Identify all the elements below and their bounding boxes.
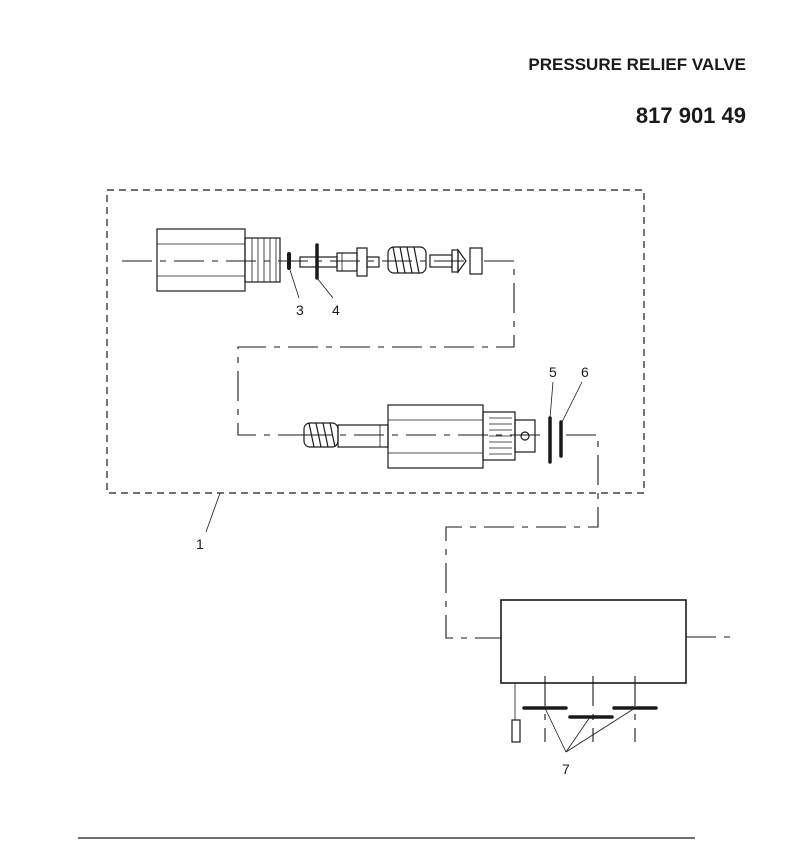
seal-kit-box — [500, 599, 687, 684]
hex-fitting — [156, 228, 281, 292]
part-number: 817 901 49 — [635, 103, 746, 128]
valve-body — [337, 404, 536, 469]
callout-4: 4 — [332, 302, 340, 318]
callout-1: 1 — [196, 536, 204, 552]
leader-lines — [205, 269, 636, 753]
callout-5: 5 — [549, 364, 557, 380]
assembly-boundary — [106, 189, 645, 494]
callout-6: 6 — [581, 364, 589, 380]
plunger — [299, 247, 380, 277]
callout-7: 7 — [562, 761, 570, 777]
spring-upper — [387, 246, 427, 274]
seat-disc — [469, 247, 483, 275]
diagram-title: PRESSURE RELIEF VALVE — [528, 55, 746, 74]
kit-parts-7 — [511, 676, 658, 743]
callout-3: 3 — [296, 302, 304, 318]
